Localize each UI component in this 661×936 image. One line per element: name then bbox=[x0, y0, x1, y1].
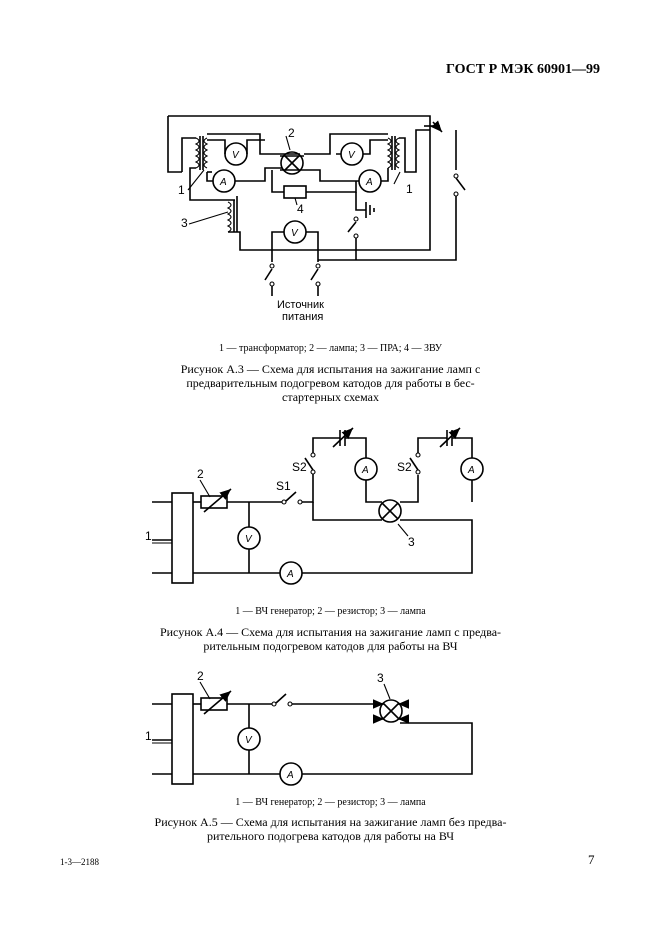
fig-a4-callout-3: 3 bbox=[408, 535, 415, 549]
fig-a4-callout-2: 2 bbox=[197, 467, 204, 481]
lamp-icon bbox=[280, 151, 304, 175]
voltmeter-a4-label: V bbox=[245, 534, 253, 545]
ammeter-a4-right-label: A bbox=[467, 465, 475, 476]
hf-generator-a5-icon bbox=[171, 693, 194, 785]
ammeter-a5-label: A bbox=[286, 770, 294, 781]
fig-a3-legend: 1 — трансформатор; 2 — лампа; 3 — ПРА; 4… bbox=[219, 343, 442, 354]
fig-a4-label-s1: S1 bbox=[276, 479, 291, 493]
fig-a3-caption-line1: Рисунок А.3 — Схема для испытания на заж… bbox=[180, 362, 481, 376]
fig-a4-caption: Рисунок А.4 — Схема для испытания на заж… bbox=[100, 625, 561, 653]
ammeter-a4-left-label: A bbox=[361, 465, 369, 476]
fig-a3-callout-2: 2 bbox=[288, 126, 295, 140]
fig-a4-label-s2-right: S2 bbox=[397, 460, 412, 474]
ammeter-a3-right-label: A bbox=[365, 177, 373, 188]
fig-a3-callout-1-left: 1 bbox=[178, 183, 185, 197]
fig-a5-callout-1: 1 bbox=[145, 729, 152, 743]
fig-a4-caption-line1: Рисунок А.4 — Схема для испытания на заж… bbox=[159, 625, 502, 639]
fig-a5-caption-line1: Рисунок А.5 — Схема для испытания на заж… bbox=[154, 815, 507, 829]
transformer-right-icon bbox=[386, 129, 430, 173]
fig-a3-callout-1-right: 1 bbox=[406, 182, 413, 196]
fig-a5-callout-2: 2 bbox=[197, 669, 204, 683]
document-header: ГОСТ Р МЭК 60901—99 bbox=[446, 62, 600, 77]
fig-a5-caption-line2: рительного подогрева катодов для работы … bbox=[206, 829, 455, 843]
figure-a3-diagram: V A V A bbox=[167, 115, 466, 296]
lamp-a5-icon bbox=[379, 699, 403, 723]
fig-a5-callout-3: 3 bbox=[377, 671, 384, 685]
fig-a4-legend: 1 — ВЧ генератор; 2 — резистор; 3 — ламп… bbox=[235, 606, 426, 617]
voltmeter-a5-label: V bbox=[245, 735, 253, 746]
figure-a4-diagram: V A A A bbox=[152, 427, 484, 585]
fig-a4-callout-1: 1 bbox=[145, 529, 152, 543]
fig-a5-legend: 1 — ВЧ генератор; 2 — резистор; 3 — ламп… bbox=[235, 797, 426, 808]
fig-a4-label-s2-left: S2 bbox=[292, 460, 307, 474]
voltmeter-a3-bottom-label: V bbox=[291, 228, 299, 239]
voltmeter-a3-right-label: V bbox=[348, 150, 356, 161]
fig-a3-source-line2: питания bbox=[282, 311, 323, 323]
fig-a4-caption-line2: рительным подогревом катодов для работы … bbox=[203, 639, 458, 653]
lamp-a4-icon bbox=[378, 499, 402, 523]
page-number: 7 bbox=[588, 852, 595, 867]
fig-a3-callout-4: 4 bbox=[297, 202, 304, 216]
fig-a3-caption: Рисунок А.3 — Схема для испытания на заж… bbox=[100, 362, 561, 404]
fig-a3-callout-3: 3 bbox=[181, 216, 188, 230]
ammeter-a4-bottom-label: A bbox=[286, 569, 294, 580]
figure-a5-diagram: V A bbox=[152, 681, 473, 786]
fig-a3-caption-line3: стартерных схемах bbox=[282, 390, 379, 404]
resistor-a4-icon bbox=[200, 495, 228, 509]
resistor-a5-icon bbox=[200, 697, 228, 711]
ballast-icon bbox=[226, 196, 272, 251]
footer-print-code: 1-3—2188 bbox=[60, 857, 99, 867]
fig-a3-caption-line2: предварительным подогревом катодов для р… bbox=[186, 376, 475, 390]
fig-a3-source-line1: Источник bbox=[277, 299, 324, 311]
fig-a5-caption: Рисунок А.5 — Схема для испытания на заж… bbox=[100, 815, 561, 843]
ammeter-a3-left-label: A bbox=[219, 177, 227, 188]
hf-generator-a4-icon bbox=[171, 492, 194, 584]
transformer-left-icon bbox=[181, 136, 235, 201]
voltmeter-a3-left-label: V bbox=[232, 150, 240, 161]
